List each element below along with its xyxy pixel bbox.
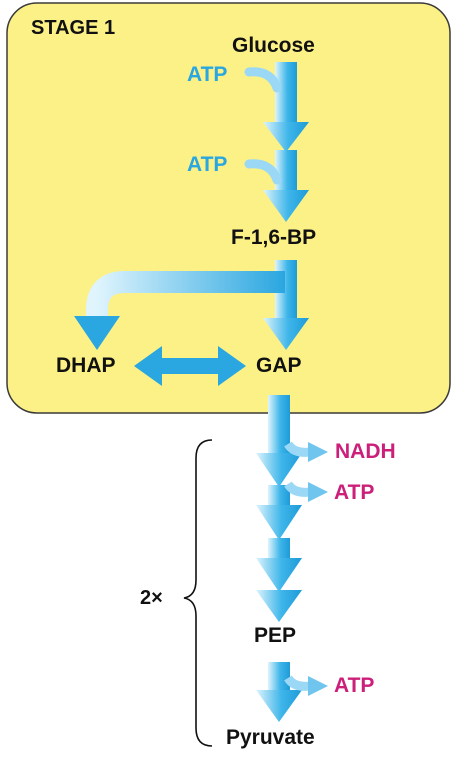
- glucose-label: Glucose: [232, 34, 315, 57]
- stage-1-title: STAGE 1: [31, 17, 116, 39]
- arrow-f16bp-to-dhap: [74, 271, 285, 350]
- multiplier-label: 2×: [140, 587, 163, 609]
- atp-output-arrow-2: [284, 675, 311, 691]
- stage-1-box: [6, 2, 451, 414]
- pep-label: PEP: [254, 624, 297, 647]
- atp-input-arrow-1: [244, 67, 282, 93]
- repeat-brace: [183, 439, 213, 747]
- arrow-dhap-gap-interconversion: [134, 346, 246, 386]
- dhap-label: DHAP: [56, 354, 116, 377]
- arrow-gap-to-pep: [256, 395, 302, 622]
- atp-input-label-1: ATP: [187, 63, 228, 86]
- pyruvate-label: Pyruvate: [226, 726, 315, 749]
- atp-input-arrow-2: [244, 159, 282, 185]
- atp-output-arrow-1: [284, 481, 311, 497]
- f16bp-label: F-1,6-BP: [231, 226, 317, 249]
- atp-output-label-1: ATP: [334, 481, 375, 504]
- arrow-glucose-to-f16bp: [263, 62, 309, 222]
- arrow-pep-to-pyruvate: [256, 662, 302, 722]
- nadh-output-arrow: [284, 441, 311, 457]
- nadh-output-label: NADH: [335, 440, 396, 463]
- gap-label: GAP: [256, 354, 302, 377]
- atp-input-label-2: ATP: [187, 153, 228, 176]
- atp-output-label-2: ATP: [334, 674, 375, 697]
